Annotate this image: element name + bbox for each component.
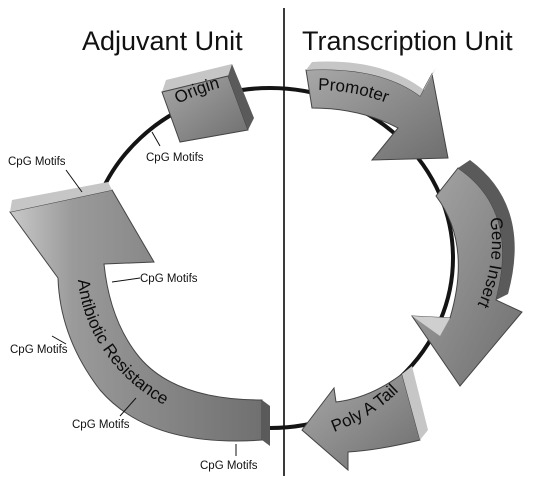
gene-insert-arrow [411, 160, 523, 387]
cpg-motif-callout: CpG Motifs [111, 273, 198, 285]
cpg-motif-callout: CpG Motifs [10, 335, 68, 356]
cpg-motif-callout: CpG Motifs [72, 397, 137, 431]
svg-text:CpG Motifs: CpG Motifs [146, 152, 204, 164]
svg-text:CpG Motifs: CpG Motifs [200, 460, 258, 472]
cpg-motif-callout: CpG Motifs [8, 156, 83, 193]
svg-text:CpG Motifs: CpG Motifs [140, 273, 198, 285]
promoter-arrow [305, 61, 449, 161]
cpg-motif-callout: CpG Motifs [146, 131, 204, 164]
transcription-unit-heading: Transcription Unit [302, 26, 513, 56]
svg-text:CpG Motifs: CpG Motifs [72, 419, 130, 431]
antibiotic-resistance-arrow [9, 182, 270, 446]
cpg-motif-callout: CpG Motifs [200, 444, 258, 472]
origin-segment [161, 64, 254, 143]
svg-text:CpG Motifs: CpG Motifs [10, 344, 68, 356]
adjuvant-unit-heading: Adjuvant Unit [82, 26, 243, 56]
poly-a-tail-arrow [301, 366, 428, 472]
svg-text:CpG Motifs: CpG Motifs [8, 156, 66, 168]
